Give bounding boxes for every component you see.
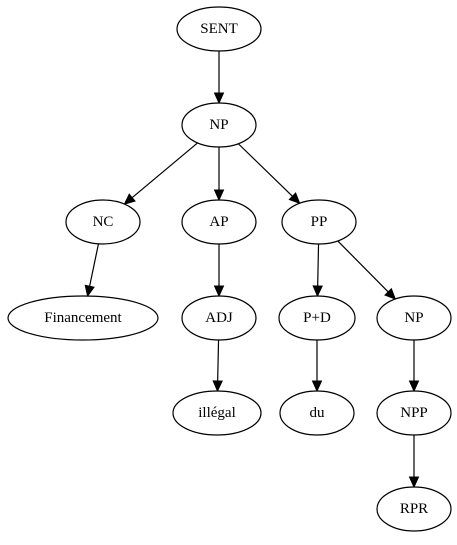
edge-arrowhead xyxy=(84,284,95,298)
tree-node: illégal xyxy=(172,390,262,436)
edge-arrowhead xyxy=(384,287,397,300)
node-ellipse xyxy=(65,199,141,245)
node-ellipse xyxy=(172,390,262,436)
tree-edge xyxy=(84,243,100,298)
node-ellipse xyxy=(279,390,355,436)
node-label: PP xyxy=(311,214,328,230)
node-ellipse xyxy=(281,199,357,245)
node-label: ADJ xyxy=(205,310,233,326)
node-label: P+D xyxy=(303,310,331,326)
tree-edge xyxy=(311,340,323,393)
tree-edge xyxy=(213,244,225,298)
edge-arrowhead xyxy=(123,193,136,205)
edge-arrowhead xyxy=(213,189,225,202)
node-label: AP xyxy=(209,214,228,230)
tree-node: NP xyxy=(181,102,257,148)
tree-node: ADJ xyxy=(181,295,257,341)
node-label: du xyxy=(310,405,326,421)
tree-node: NC xyxy=(65,199,141,245)
node-label: Financement xyxy=(44,310,122,326)
node-ellipse xyxy=(278,295,356,341)
node-ellipse xyxy=(376,390,452,436)
tree-edge xyxy=(312,243,323,298)
tree-node: P+D xyxy=(278,295,356,341)
node-label: RPR xyxy=(400,501,428,517)
tree-edge xyxy=(408,340,420,393)
tree-edge xyxy=(212,339,223,393)
node-label: NC xyxy=(93,214,114,230)
edge-arrowhead xyxy=(213,92,225,105)
edge-line xyxy=(217,339,220,382)
tree-node: AP xyxy=(181,199,257,245)
node-ellipse xyxy=(181,295,257,341)
tree-node: NP xyxy=(376,295,452,341)
tree-node: RPR xyxy=(376,486,452,532)
node-label: NPP xyxy=(400,405,428,421)
tree-edge xyxy=(337,240,397,300)
node-label: NP xyxy=(209,117,228,133)
edge-arrowhead xyxy=(288,192,301,205)
edge-arrowhead xyxy=(408,380,420,393)
node-label: illégal xyxy=(198,405,236,421)
edge-line xyxy=(131,142,198,199)
node-ellipse xyxy=(376,295,452,341)
edge-arrowhead xyxy=(312,285,323,298)
node-ellipse xyxy=(181,102,257,148)
edge-arrowhead xyxy=(212,380,223,393)
edge-line xyxy=(237,143,293,197)
tree-node: PP xyxy=(281,199,357,245)
tree-edge xyxy=(123,142,198,205)
node-label: NP xyxy=(404,310,423,326)
tree-edge xyxy=(213,147,225,202)
tree-edge xyxy=(408,435,420,489)
tree-edge xyxy=(213,51,225,105)
node-ellipse xyxy=(181,199,257,245)
tree-node: Financement xyxy=(7,295,159,341)
edge-arrowhead xyxy=(408,476,420,489)
edge-line xyxy=(317,243,320,287)
tree-edge xyxy=(237,143,301,205)
node-ellipse xyxy=(176,6,262,52)
tree-node: NPP xyxy=(376,390,452,436)
tree-node: du xyxy=(279,390,355,436)
node-label: SENT xyxy=(200,21,238,37)
tree-node: SENT xyxy=(176,6,262,52)
edge-line xyxy=(89,243,100,287)
edge-arrowhead xyxy=(311,380,323,393)
edge-line xyxy=(337,240,389,293)
node-ellipse xyxy=(376,486,452,532)
node-ellipse xyxy=(7,295,159,341)
edge-arrowhead xyxy=(213,285,225,298)
